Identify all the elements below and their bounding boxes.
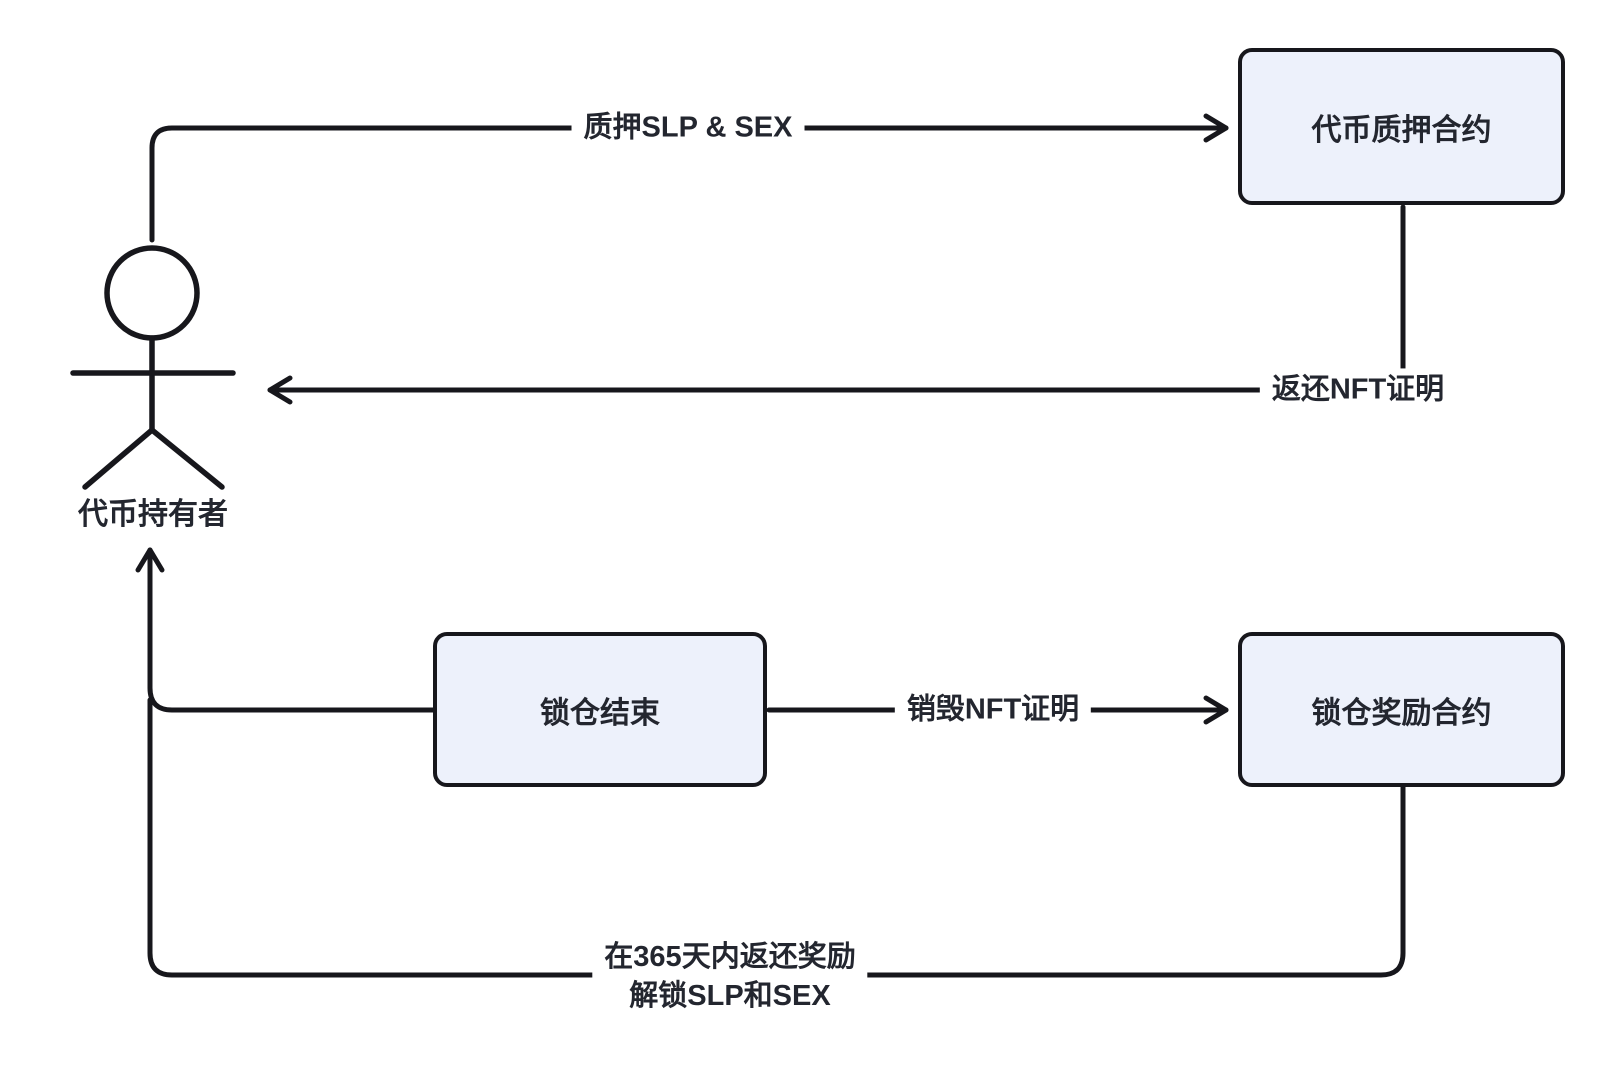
edge-return-nft-line (267, 204, 1406, 405)
edge-unlock-loop-line (147, 697, 1406, 978)
actor-label: 代币持有者 (78, 498, 228, 531)
node-staking-contract-label: 代币质押合约 (1311, 113, 1492, 147)
node-lock-end-label: 锁仓结束 (540, 696, 660, 730)
edge-stake-line (149, 113, 1229, 243)
edge-label-return-nft: 返还NFT证明 (1259, 368, 1457, 412)
edge-label-stake: 质押SLP & SEX (571, 106, 805, 150)
stick-figure-icon (70, 245, 236, 490)
node-reward-contract: 锁仓奖励合约 (1238, 632, 1565, 787)
edge-label-unlock-line1: 在365天内返还奖励 (604, 940, 856, 973)
actor-right-leg (149, 427, 225, 490)
actor-head (104, 245, 200, 341)
node-staking-contract: 代币质押合约 (1238, 48, 1565, 205)
edge-label-burn-nft: 销毁NFT证明 (894, 688, 1092, 732)
edge-lockend-to-actor-line (135, 547, 436, 713)
node-lock-end: 锁仓结束 (433, 632, 767, 787)
edge-label-unlock: 在365天内返还奖励 解锁SLP和SEX (592, 935, 868, 1019)
actor-left-leg (82, 427, 155, 490)
node-reward-contract-label: 锁仓奖励合约 (1311, 696, 1492, 730)
edge-label-unlock-line2: 解锁SLP和SEX (629, 980, 831, 1012)
